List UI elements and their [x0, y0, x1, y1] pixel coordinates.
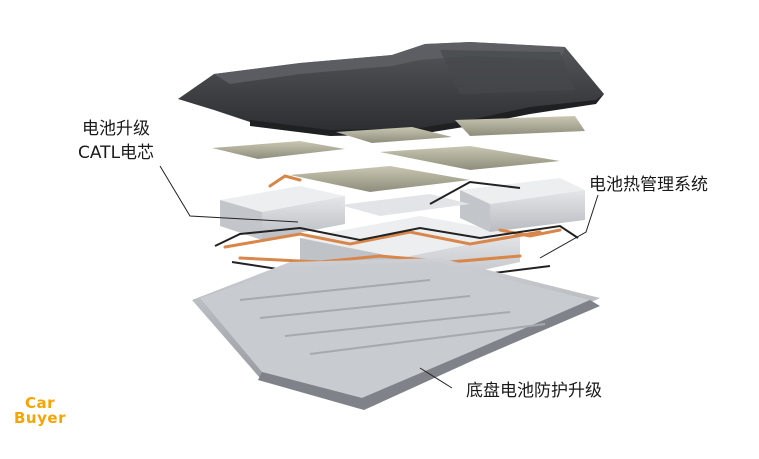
callout-cell-upgrade: 电池升级 CATL电芯	[78, 117, 154, 165]
leader-line-bottom-protection	[419, 367, 453, 389]
compression-pads	[212, 116, 585, 192]
callout-thermal-management: 电池热管理系统	[589, 175, 708, 195]
logo-line2: Buyer	[14, 409, 66, 427]
carbuyer-logo: Car Buyer	[14, 396, 66, 426]
callout-cell-upgrade-line2: CATL电芯	[78, 143, 155, 163]
bottom-tray	[192, 258, 600, 410]
leader-line-thermal	[539, 194, 599, 259]
top-cover	[178, 42, 604, 136]
callout-cell-upgrade-line1: 电池升级	[82, 119, 151, 139]
leader-line-cell-upgrade	[159, 165, 299, 223]
callout-bottom-protection: 底盘电池防护升级	[466, 381, 602, 401]
logo-line1: Car	[24, 394, 55, 412]
thermal-pipes	[223, 174, 562, 264]
leader-lines	[159, 165, 599, 389]
